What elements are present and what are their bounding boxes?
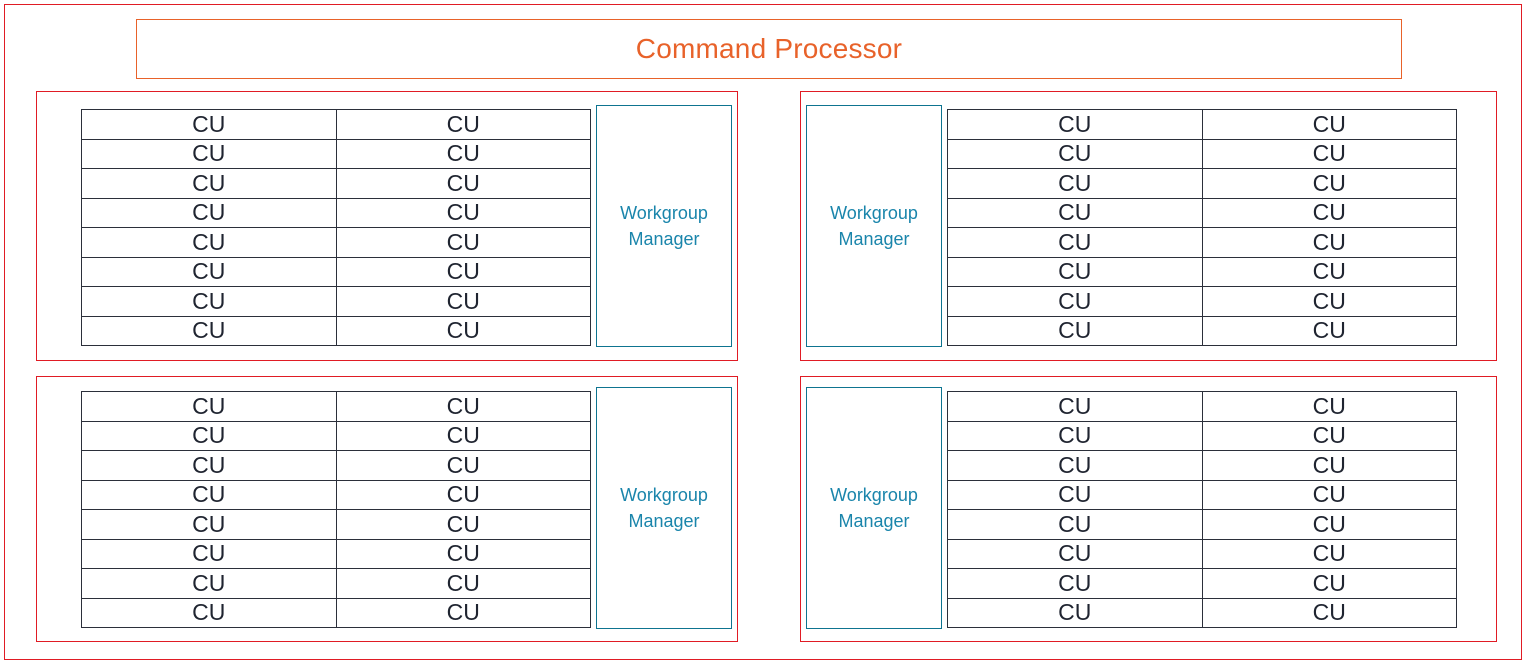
cu-cell: CU	[336, 598, 591, 628]
cu-cell: CU	[82, 287, 337, 317]
cu-cell: CU	[1202, 316, 1457, 346]
cu-cell: CU	[1202, 198, 1457, 228]
cu-cell: CU	[948, 287, 1203, 317]
cu-cell: CU	[336, 287, 591, 317]
workgroup-panel-top-right: Workgroup Manager CU CU CU CU CU CU CU C…	[800, 91, 1497, 361]
cu-cell: CU	[1202, 569, 1457, 599]
cu-cell: CU	[948, 539, 1203, 569]
cu-cell: CU	[336, 139, 591, 169]
cu-cell: CU	[948, 316, 1203, 346]
cu-cell: CU	[82, 598, 337, 628]
cu-cell: CU	[336, 539, 591, 569]
cu-cell: CU	[948, 569, 1203, 599]
cu-cell: CU	[336, 510, 591, 540]
workgroup-manager-box: Workgroup Manager	[596, 105, 732, 347]
cu-cell: CU	[1202, 287, 1457, 317]
page-title: Command Processor	[635, 33, 903, 64]
cu-cell: CU	[336, 257, 591, 287]
cu-cell: CU	[336, 110, 591, 140]
cu-cell: CU	[948, 392, 1203, 422]
cu-cell: CU	[1202, 257, 1457, 287]
command-processor-outer-frame: Command Processor CU CU CU CU CU CU CU C…	[4, 4, 1522, 660]
cu-cell: CU	[82, 169, 337, 199]
cu-cell: CU	[336, 169, 591, 199]
workgroup-manager-box: Workgroup Manager	[596, 387, 732, 629]
cu-cell: CU	[1202, 228, 1457, 258]
cu-grid-bottom-left: CU CU CU CU CU CU CU CU CU CU CU CU CU C…	[81, 391, 591, 628]
workgroup-manager-label: Workgroup Manager	[620, 484, 708, 531]
workgroup-manager-label: Workgroup Manager	[830, 484, 918, 531]
cu-cell: CU	[336, 569, 591, 599]
cu-cell: CU	[948, 139, 1203, 169]
cu-cell: CU	[1202, 169, 1457, 199]
workgroup-manager-label: Workgroup Manager	[830, 202, 918, 249]
cu-cell: CU	[82, 480, 337, 510]
cu-cell: CU	[82, 421, 337, 451]
cu-cell: CU	[1202, 139, 1457, 169]
cu-cell: CU	[948, 421, 1203, 451]
cu-cell: CU	[948, 598, 1203, 628]
cu-cell: CU	[82, 110, 337, 140]
cu-cell: CU	[336, 198, 591, 228]
workgroup-panel-bottom-right: Workgroup Manager CU CU CU CU CU CU CU C…	[800, 376, 1497, 642]
workgroup-panel-top-left: CU CU CU CU CU CU CU CU CU CU CU CU CU C…	[36, 91, 738, 361]
workgroup-manager-label: Workgroup Manager	[620, 202, 708, 249]
workgroup-panel-bottom-left: CU CU CU CU CU CU CU CU CU CU CU CU CU C…	[36, 376, 738, 642]
cu-cell: CU	[336, 392, 591, 422]
cu-cell: CU	[82, 316, 337, 346]
cu-cell: CU	[82, 392, 337, 422]
cu-cell: CU	[82, 569, 337, 599]
cu-cell: CU	[1202, 451, 1457, 481]
cu-cell: CU	[948, 228, 1203, 258]
cu-cell: CU	[82, 257, 337, 287]
cu-cell: CU	[336, 421, 591, 451]
cu-cell: CU	[82, 510, 337, 540]
cu-cell: CU	[1202, 392, 1457, 422]
cu-cell: CU	[948, 169, 1203, 199]
command-processor-title-box: Command Processor	[136, 19, 1402, 79]
cu-grid-top-left: CU CU CU CU CU CU CU CU CU CU CU CU CU C…	[81, 109, 591, 346]
cu-cell: CU	[82, 539, 337, 569]
cu-cell: CU	[1202, 539, 1457, 569]
cu-cell: CU	[1202, 510, 1457, 540]
workgroup-manager-box: Workgroup Manager	[806, 387, 942, 629]
cu-cell: CU	[948, 110, 1203, 140]
cu-cell: CU	[1202, 598, 1457, 628]
cu-grid-top-right: CU CU CU CU CU CU CU CU CU CU CU CU CU C…	[947, 109, 1457, 346]
workgroup-manager-box: Workgroup Manager	[806, 105, 942, 347]
cu-cell: CU	[82, 451, 337, 481]
cu-cell: CU	[1202, 110, 1457, 140]
cu-cell: CU	[336, 316, 591, 346]
cu-cell: CU	[336, 228, 591, 258]
cu-cell: CU	[948, 198, 1203, 228]
cu-cell: CU	[1202, 480, 1457, 510]
cu-cell: CU	[948, 480, 1203, 510]
cu-cell: CU	[336, 451, 591, 481]
cu-cell: CU	[948, 451, 1203, 481]
cu-cell: CU	[82, 198, 337, 228]
cu-cell: CU	[1202, 421, 1457, 451]
cu-cell: CU	[948, 510, 1203, 540]
cu-cell: CU	[82, 228, 337, 258]
cu-cell: CU	[82, 139, 337, 169]
cu-grid-bottom-right: CU CU CU CU CU CU CU CU CU CU CU CU CU C…	[947, 391, 1457, 628]
cu-cell: CU	[336, 480, 591, 510]
cu-cell: CU	[948, 257, 1203, 287]
